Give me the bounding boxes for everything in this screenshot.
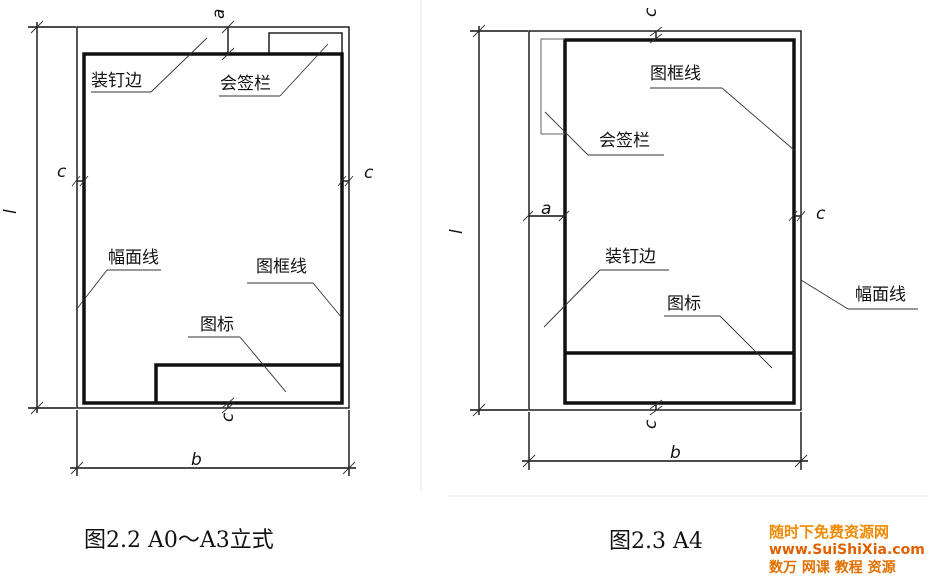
right-label-signature-box: 会签栏 bbox=[599, 131, 650, 151]
left-dim-a: a bbox=[209, 9, 229, 19]
left-figure: a c c c l b 装钉边 会签栏 bbox=[1, 9, 374, 476]
right-dim-c-top: c bbox=[641, 7, 661, 17]
right-dim-c-right: c bbox=[816, 204, 826, 224]
left-dim-c-right: c bbox=[364, 163, 374, 183]
right-dim-l: l bbox=[447, 229, 467, 234]
right-dim-b: b bbox=[670, 443, 681, 463]
right-label-title-block: 图标 bbox=[667, 294, 701, 314]
left-label-frame-line: 图框线 bbox=[256, 257, 307, 277]
left-dim-c-bottom: c bbox=[218, 412, 238, 422]
watermark-line3: 数万 网课 教程 资源 bbox=[769, 559, 896, 576]
left-caption: 图2.2 A0～A3立式 bbox=[84, 528, 274, 553]
right-dim-c-bottom: c bbox=[641, 419, 661, 429]
right-label-frame-line: 图框线 bbox=[650, 64, 701, 84]
right-caption: 图2.3 A4 bbox=[609, 529, 703, 554]
watermark-line2: www.SuiShiXia.com bbox=[769, 542, 925, 558]
left-dim-b: b bbox=[191, 450, 202, 470]
left-label-signature-box: 会签栏 bbox=[220, 74, 271, 94]
left-dim-c-left: c bbox=[57, 162, 67, 182]
left-title-block bbox=[154, 363, 342, 403]
right-figure: c a c c l b 图框线 会签栏 bbox=[447, 7, 918, 470]
right-label-binding-edge: 装钉边 bbox=[605, 247, 656, 267]
watermark: 随时下免费资源网 www.SuiShiXia.com 数万 网课 教程 资源 bbox=[769, 523, 925, 576]
right-frame-border bbox=[563, 38, 796, 405]
left-label-binding-edge: 装钉边 bbox=[91, 71, 142, 91]
right-dim-a: a bbox=[541, 199, 551, 219]
left-dim-l: l bbox=[1, 209, 21, 214]
right-signature-box bbox=[540, 38, 565, 135]
watermark-line1: 随时下免费资源网 bbox=[769, 523, 889, 541]
left-frame-border bbox=[82, 52, 344, 405]
left-signature-box bbox=[268, 32, 343, 55]
left-sheet-boundary bbox=[76, 26, 350, 409]
left-label-title-block: 图标 bbox=[200, 315, 234, 335]
left-label-sheet-line: 幅面线 bbox=[108, 248, 159, 268]
right-label-sheet-line: 幅面线 bbox=[855, 285, 906, 305]
right-sheet-boundary bbox=[528, 30, 802, 411]
